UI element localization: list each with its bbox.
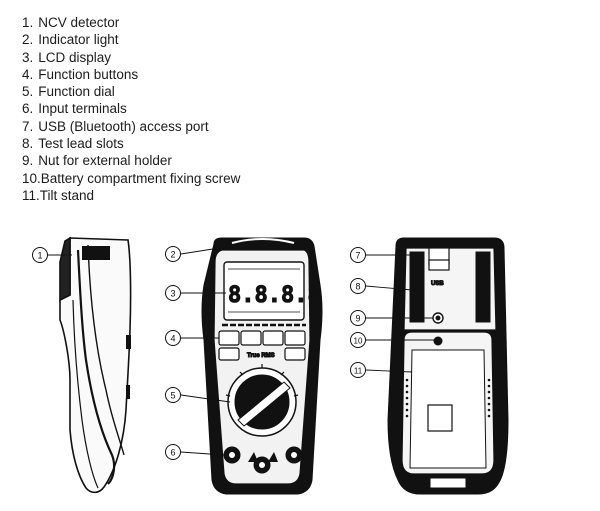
test-lead-slot xyxy=(409,251,425,323)
ncv-label: NCV xyxy=(86,252,99,258)
legend-label: LCD display xyxy=(38,49,112,65)
legend-label: Function buttons xyxy=(38,66,139,82)
legend-label: Function dial xyxy=(38,84,115,100)
legend-item-1: 1. NCV detector xyxy=(22,14,240,31)
legend-number: 6. xyxy=(22,101,34,117)
lcd-digits: 8.8.8.8 xyxy=(228,283,321,308)
legend-item-10: 10.Battery compartment fixing screw xyxy=(22,170,240,187)
legend-number: 4. xyxy=(22,66,34,82)
callout-number: 8 xyxy=(355,282,360,292)
legend-item-8: 8.Test lead slots xyxy=(22,135,240,152)
legend-number: 5. xyxy=(22,84,34,100)
parts-legend: 1. NCV detector 2.Indicator light 3.LCD d… xyxy=(22,14,240,204)
function-button[interactable] xyxy=(284,330,306,346)
input-terminals xyxy=(223,446,303,474)
legend-number: 10. xyxy=(22,170,41,186)
legend-label: Indicator light xyxy=(38,32,119,48)
callout-leaders xyxy=(48,245,434,456)
callout-number: 10 xyxy=(354,336,363,345)
function-button[interactable] xyxy=(218,347,240,361)
legend-label: NCV detector xyxy=(38,15,120,30)
callout-number: 4 xyxy=(170,334,175,344)
lcd-screen xyxy=(223,261,305,321)
front-view: 8.8.8.8 True RMS xyxy=(201,237,323,495)
legend-number: 3. xyxy=(22,49,34,65)
callout-number: 3 xyxy=(170,289,175,299)
back-view: USB xyxy=(387,237,509,495)
legend-number: 11. xyxy=(22,187,40,203)
legend-item-6: 6.Input terminals xyxy=(22,100,240,117)
legend-label: Nut for external holder xyxy=(38,153,172,169)
callout-4: 4 xyxy=(165,330,181,346)
callout-number: 6 xyxy=(170,448,175,458)
legend-item-11: 11.Tilt stand xyxy=(22,187,240,204)
callout-number: 7 xyxy=(355,251,360,261)
legend-label: Tilt stand xyxy=(39,187,95,203)
function-button[interactable] xyxy=(284,347,306,361)
callout-2: 2 xyxy=(165,246,181,262)
callout-6: 6 xyxy=(165,444,181,460)
legend-label: Input terminals xyxy=(38,101,127,117)
function-buttons xyxy=(218,330,306,361)
usb-label: USB xyxy=(431,281,444,287)
callout-8: 8 xyxy=(350,278,366,294)
legend-number: 7. xyxy=(22,118,34,134)
callout-number: 5 xyxy=(170,391,175,401)
callout-number: 9 xyxy=(355,314,360,324)
usb-port[interactable] xyxy=(428,259,450,271)
function-button[interactable] xyxy=(218,330,240,346)
callout-markers: 1 2 3 4 5 6 7 8 9 10 11 xyxy=(32,246,366,460)
battery-screw xyxy=(433,336,443,346)
legend-number: 9. xyxy=(22,153,34,169)
callout-number: 2 xyxy=(170,250,175,260)
legend-label: Test lead slots xyxy=(38,136,124,152)
callout-number: 1 xyxy=(37,251,42,261)
dial-pointer xyxy=(237,381,291,427)
true-rms-label: True RMS xyxy=(247,353,275,359)
callout-3: 3 xyxy=(165,285,181,301)
function-button[interactable] xyxy=(240,330,262,346)
legend-label: Battery compartment fixing screw xyxy=(40,170,241,186)
callout-7: 7 xyxy=(350,247,366,263)
callout-10: 10 xyxy=(350,332,366,348)
legend-item-7: 7.USB (Bluetooth) access port xyxy=(22,118,240,135)
legend-item-3: 3.LCD display xyxy=(22,49,240,66)
callout-11: 11 xyxy=(350,362,366,378)
legend-item-5: 5.Function dial xyxy=(22,83,240,100)
callout-9: 9 xyxy=(350,310,366,326)
callout-5: 5 xyxy=(165,387,181,403)
indicator-light xyxy=(231,238,295,244)
legend-label: USB (Bluetooth) access port xyxy=(38,118,209,134)
legend-number: 1. xyxy=(22,15,34,30)
side-view: NCV xyxy=(59,236,132,494)
callout-1: 1 xyxy=(32,247,48,263)
legend-number: 2. xyxy=(22,32,34,48)
callout-number: 11 xyxy=(354,366,363,375)
function-button[interactable] xyxy=(262,330,284,346)
legend-item-4: 4.Function buttons xyxy=(22,66,240,83)
legend-item-9: 9.Nut for external holder xyxy=(22,152,240,169)
legend-item-2: 2.Indicator light xyxy=(22,31,240,48)
test-lead-slot xyxy=(475,251,491,323)
legend-number: 8. xyxy=(22,136,34,152)
